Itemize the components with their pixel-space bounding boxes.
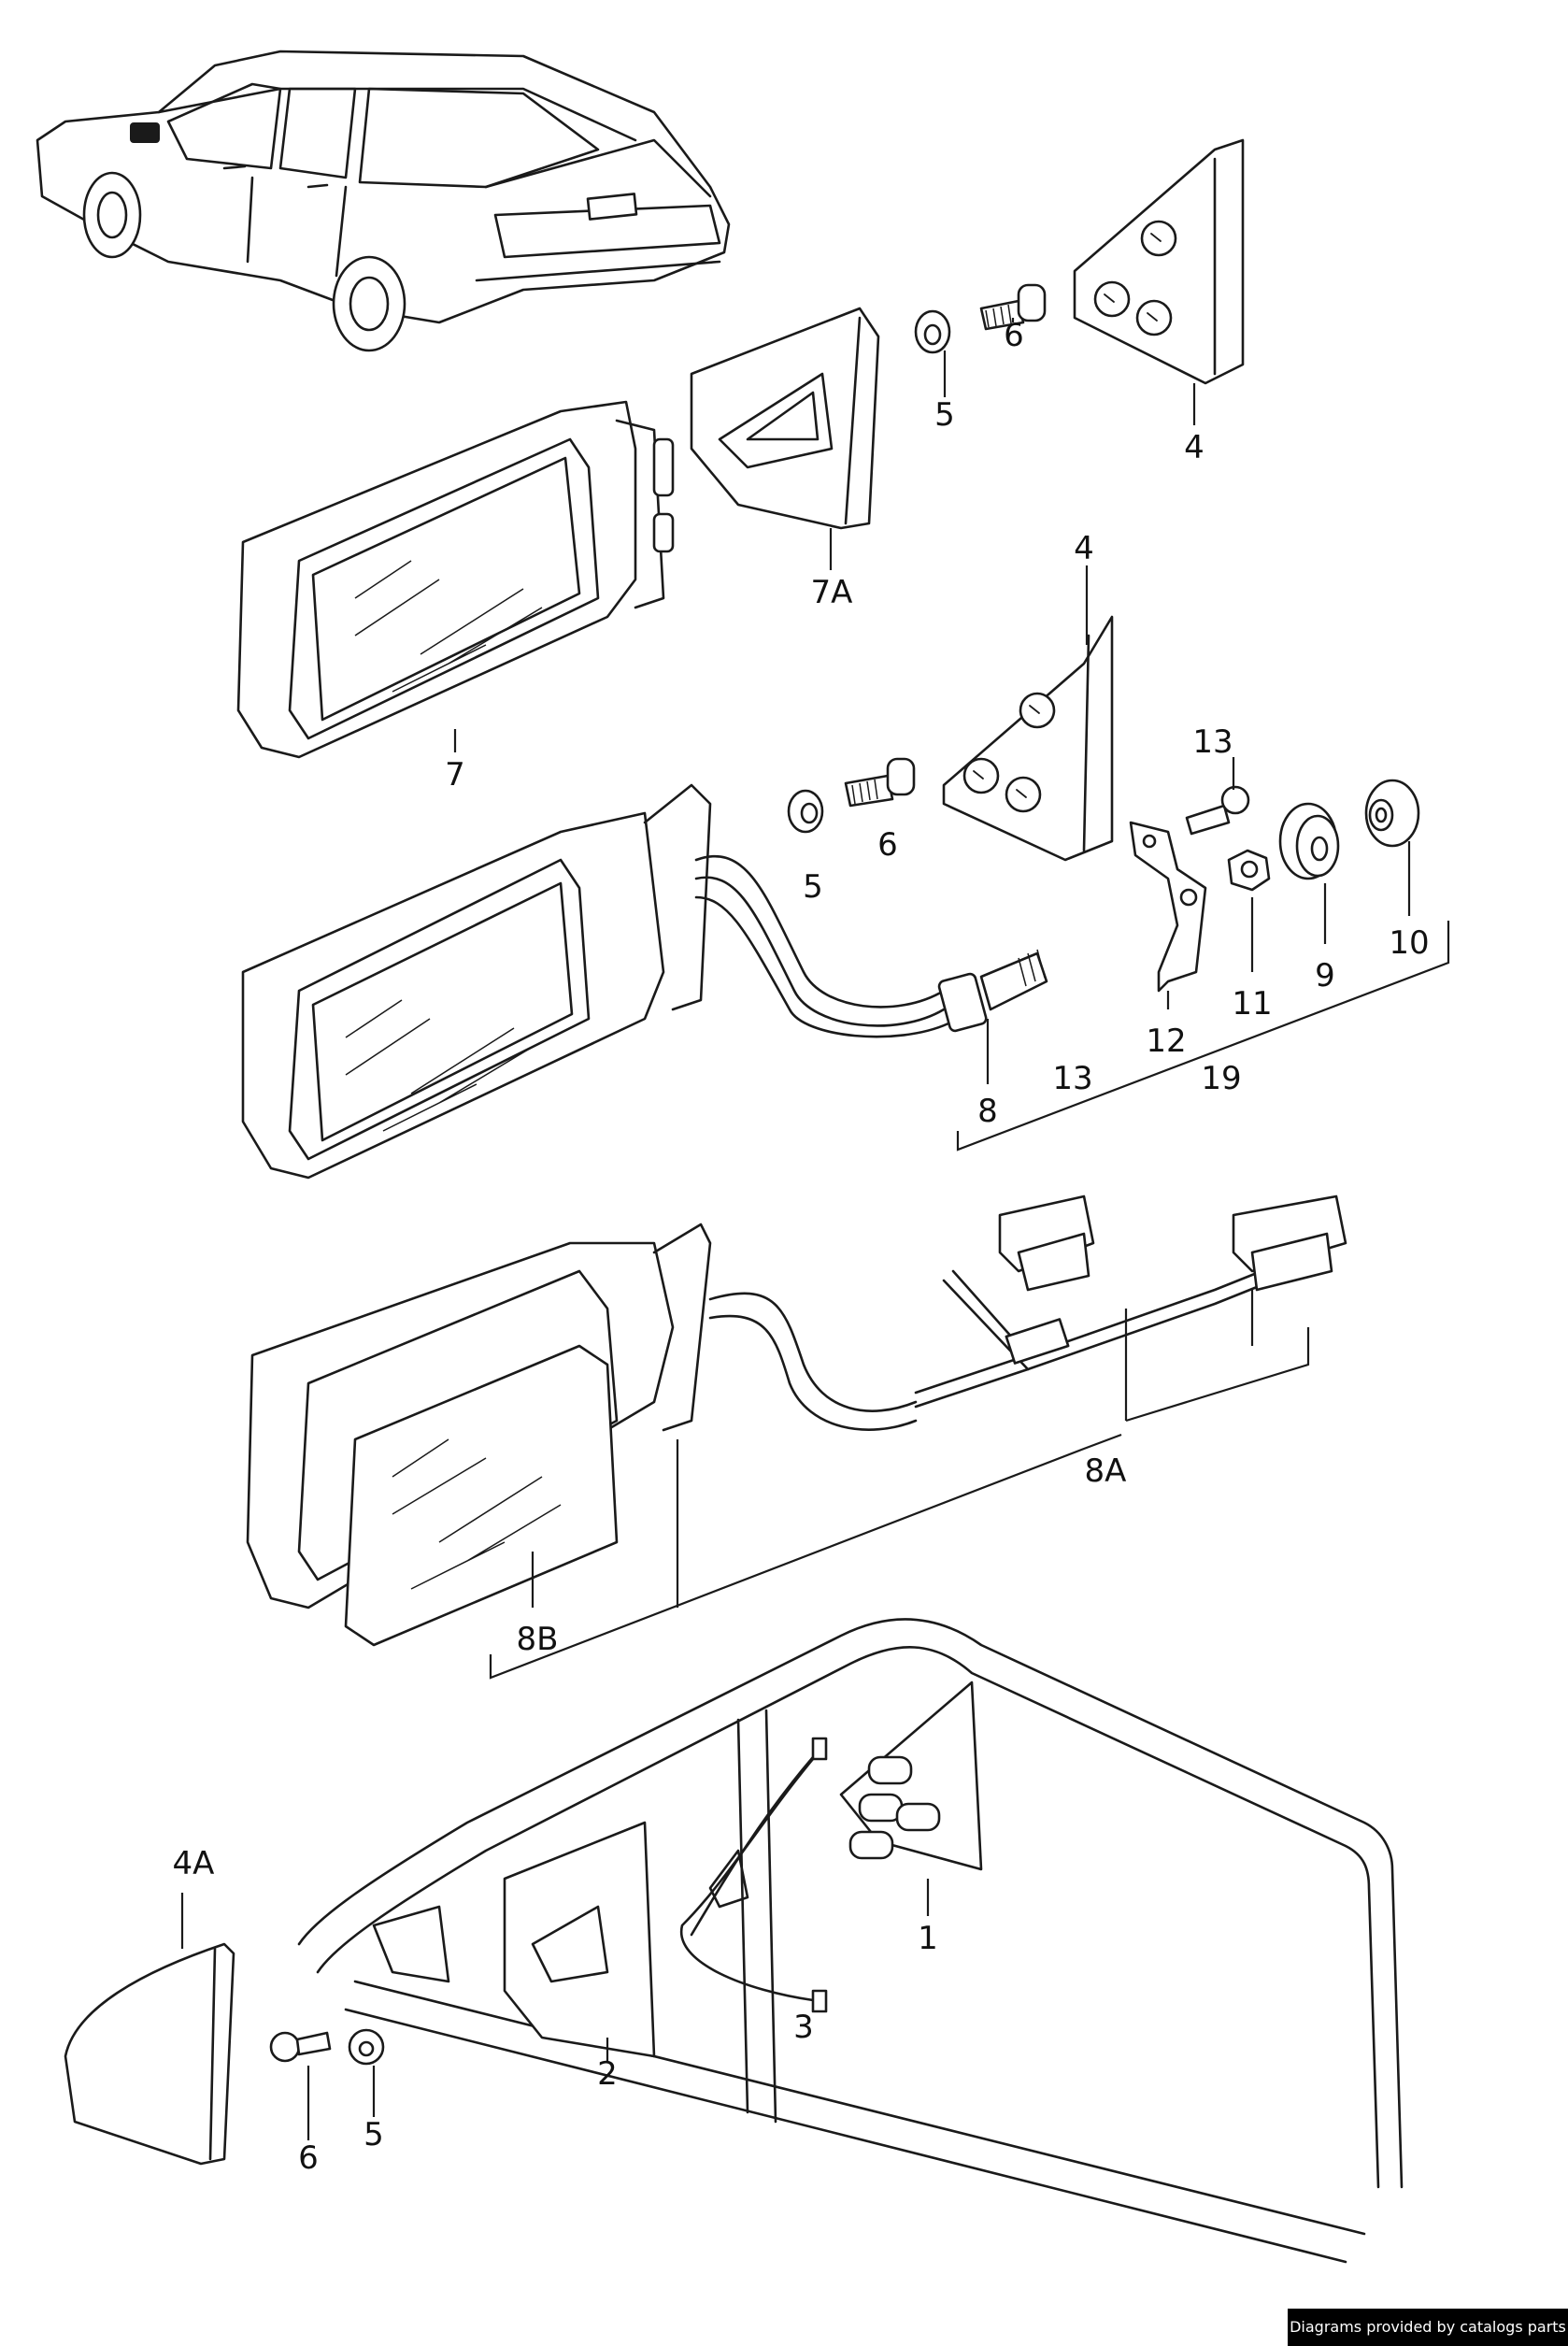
- label-3: 3: [793, 2009, 814, 2046]
- door-frame-assembly: [297, 1618, 1404, 2264]
- label-12: 12: [1146, 1023, 1186, 1060]
- label-5-mid: 5: [803, 868, 823, 906]
- label-8: 8: [977, 1093, 998, 1130]
- part-5-clip-mid: [787, 789, 824, 834]
- part-10-grommet: [1364, 779, 1420, 848]
- callout-labels: 5 6 4 7A 7 4 5 6 13 11 9 10 12 13 19 8 8…: [173, 317, 1430, 2177]
- label-2: 2: [597, 2055, 618, 2093]
- label-4a: 4A: [173, 1845, 215, 1882]
- label-6-top: 6: [1004, 317, 1024, 354]
- part-4a-cover: [64, 1942, 235, 2166]
- label-4-top: 4: [1184, 429, 1205, 466]
- part-5-clip-bottom: [348, 2028, 385, 2066]
- label-8b: 8B: [517, 1621, 559, 1658]
- label-19: 19: [1201, 1060, 1241, 1097]
- part-7a-triangle-trim: [690, 307, 880, 530]
- label-5-top: 5: [934, 396, 955, 434]
- label-7a: 7A: [811, 574, 853, 611]
- part-9-grommet: [1278, 802, 1340, 880]
- part-2-corner-trim: [372, 1821, 656, 2058]
- part-7-mirror: [236, 400, 675, 759]
- part-1-inner-mount: [839, 1681, 983, 1871]
- label-9: 9: [1315, 957, 1335, 994]
- part-4-mount-plate-top: [1073, 138, 1245, 385]
- label-6-bottom: 6: [298, 2139, 319, 2177]
- label-11: 11: [1232, 985, 1272, 1023]
- part-3-cable-loop: [679, 1737, 828, 2013]
- label-4-mid: 4: [1074, 530, 1094, 567]
- credit-banner: Diagrams provided by catalogs parts: [1288, 2309, 1568, 2346]
- part-13-screw-top: [1185, 785, 1250, 836]
- part-11-nut: [1227, 849, 1271, 892]
- label-5-bottom: 5: [363, 2116, 384, 2153]
- label-7: 7: [445, 756, 465, 794]
- label-1: 1: [918, 1920, 938, 1957]
- part-6-screw-bottom: [269, 2031, 332, 2063]
- part-8-power-mirror: [241, 783, 1048, 1180]
- part-5-clip-top: [914, 309, 951, 354]
- part-8b-mirror-glass: [344, 1344, 619, 1647]
- leader-lines: [180, 318, 1450, 2140]
- label-6-mid: 6: [877, 826, 898, 864]
- part-12-bracket: [1129, 821, 1207, 993]
- label-13-top: 13: [1192, 723, 1233, 761]
- part-6-screw-mid: [844, 757, 916, 808]
- label-8a: 8A: [1085, 1452, 1127, 1490]
- label-13-mid: 13: [1052, 1060, 1092, 1097]
- part-4-mount-plate-mid: [942, 615, 1114, 862]
- car-overview-illustration: [36, 50, 731, 352]
- label-10: 10: [1389, 924, 1429, 962]
